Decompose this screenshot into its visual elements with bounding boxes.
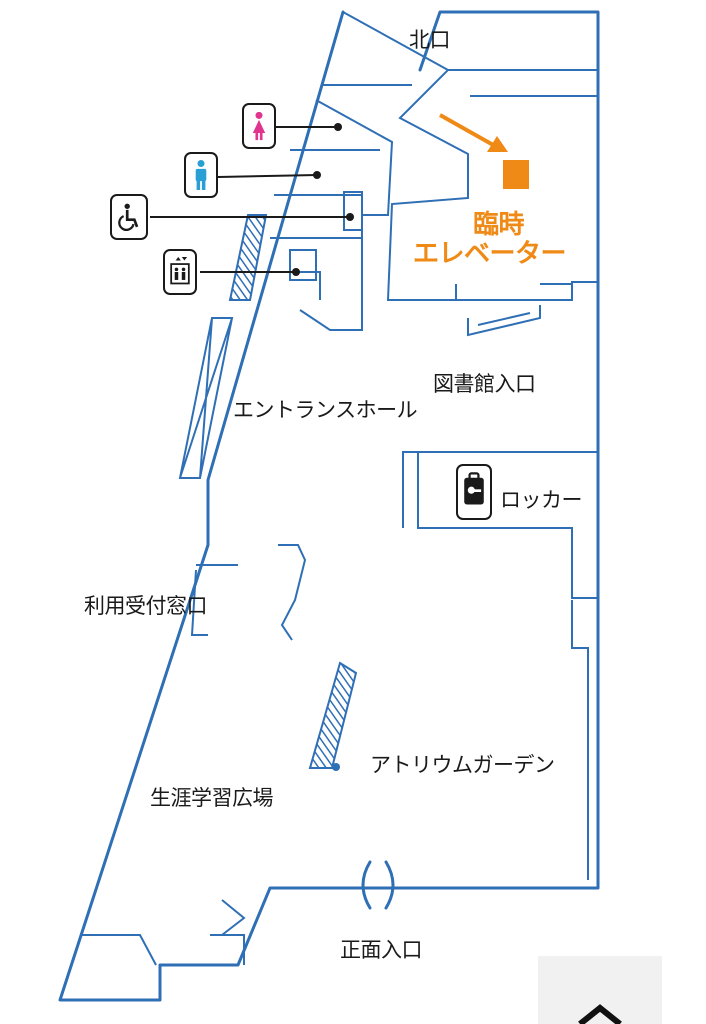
scroll-to-top-button[interactable]: [538, 956, 662, 1024]
service-counter: [190, 544, 307, 641]
lifelong-learning-plaza-label: 生涯学習広場: [150, 786, 274, 810]
wheelchair-accessible-icon: [110, 194, 148, 240]
right-side-wall: [571, 440, 599, 880]
locker-room: [402, 451, 598, 599]
escalator-x: [178, 317, 234, 479]
lockers-label: ロッカー: [500, 488, 583, 512]
north-entrance-label: 北口: [409, 28, 451, 52]
southwest-room: [82, 899, 246, 966]
north-corridor: [342, 11, 598, 301]
temporary-elevator-label-line2: エレベーター: [413, 239, 567, 269]
atrium-garden-label: アトリウムガーデン: [370, 753, 555, 777]
building-outline: [58, 10, 600, 1002]
entrance-hall-label: エントランスホール: [233, 398, 418, 422]
mens-restroom-icon: [184, 152, 218, 198]
elevator-icon: [163, 249, 197, 295]
atrium-stair-dot: [332, 763, 340, 771]
library-entrance-label: 図書館入口: [433, 372, 536, 396]
womens-restroom-icon: [242, 103, 276, 149]
library-front-wall: [455, 283, 572, 300]
temporary-elevator-label: 臨時: [473, 210, 525, 240]
locker-icon: [456, 464, 492, 520]
stairs-atrium: [308, 661, 358, 769]
chevron-up-icon: [578, 1004, 622, 1024]
elevator-shaft: [289, 249, 317, 281]
icon-leader-lines: [150, 123, 354, 276]
main-entrance-doors: [361, 860, 395, 910]
main-entrance-label: 正面入口: [340, 938, 423, 962]
library-entrance-counter: [467, 305, 541, 337]
restroom-marker-box: [343, 191, 363, 231]
restroom-block: [262, 84, 412, 331]
stairs-north: [228, 214, 268, 301]
upper-room-right: [448, 69, 598, 97]
temporary-elevator-marker: [439, 113, 529, 189]
service-counter-label: 利用受付窓口: [84, 594, 208, 618]
